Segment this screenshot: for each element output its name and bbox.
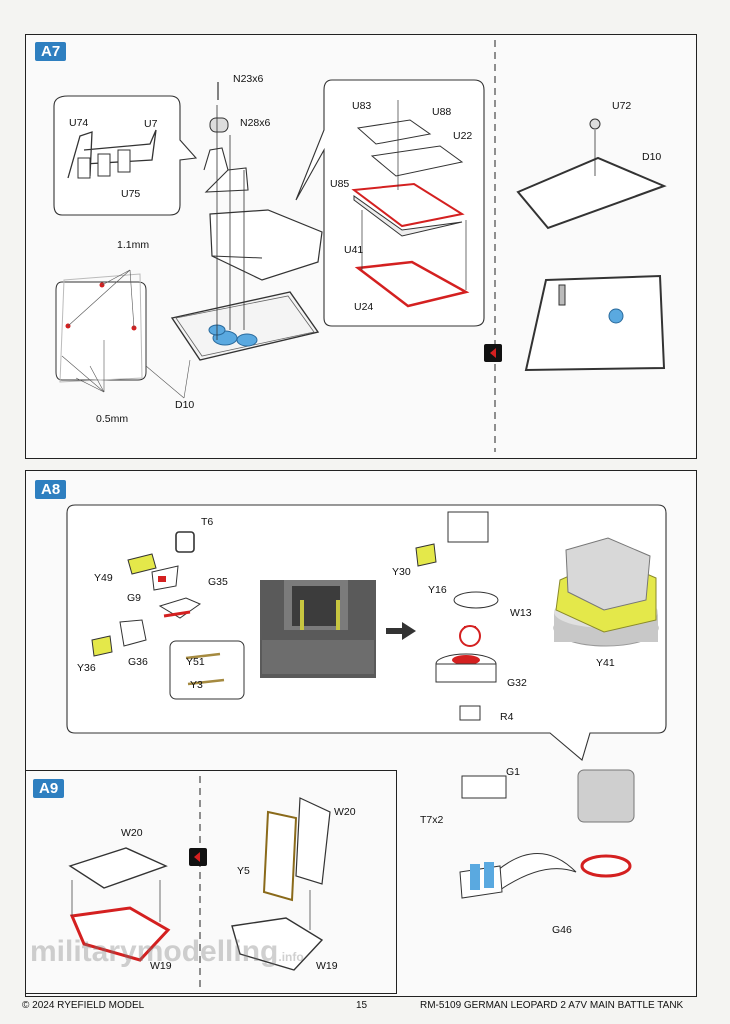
a9-label-w19-left: W19 [150,960,172,972]
a9-label-w20-left: W20 [121,827,143,839]
a7-label-u24: U24 [354,301,374,313]
a7-label-1-1mm: 1.1mm [117,239,150,251]
a8-label-t6: T6 [201,516,214,528]
a7-label-u83: U83 [352,100,372,112]
step-badge-a9: A9 [33,779,65,798]
a8-label-g36: G36 [128,656,148,668]
footer-copyright: © 2024 RYEFIELD MODEL [22,1000,145,1011]
footer-page-number: 15 [356,1000,368,1011]
a8-label-r4: R4 [500,711,514,723]
a7-label-u72: U72 [612,100,632,112]
a7-label-u74: U74 [69,117,89,129]
a7-label-u22: U22 [453,130,473,142]
a8-label-w13: W13 [510,607,532,619]
a7-label-n28x6: N28x6 [240,117,271,129]
a8-label-g46: G46 [552,924,572,936]
a7-label-d10-right: D10 [642,151,662,163]
a7-label-u85: U85 [330,178,350,190]
a8-label-g32: G32 [507,677,527,689]
a8-label-y3: Y3 [190,679,203,691]
a7-label-0-5mm: 0.5mm [96,413,129,425]
a9-label-y5: Y5 [237,865,250,877]
a8-label-y36: Y36 [77,662,96,674]
footer-title: RM-5109 GERMAN LEOPARD 2 A7V MAIN BATTLE… [420,1000,684,1011]
a9-label-w20-right: W20 [334,806,356,818]
section-a9-frame [25,770,397,994]
a9-label-w19-right: W19 [316,960,338,972]
a7-label-n23x6: N23x6 [233,73,264,85]
step-badge-a8: A8 [35,480,67,499]
a8-label-y51: Y51 [186,656,205,668]
a7-label-d10-left: D10 [175,399,195,411]
a8-label-y16: Y16 [428,584,447,596]
step-badge-a7: A7 [35,42,67,61]
a8-label-y30: Y30 [392,566,411,578]
a8-label-y41: Y41 [596,657,615,669]
a8-label-g35: G35 [208,576,228,588]
a8-label-y49: Y49 [94,572,113,584]
a8-label-g1: G1 [506,766,521,778]
watermark: militarymodelling.info [30,935,304,968]
a8-label-g9: G9 [127,592,142,604]
a8-label-t7x2: T7x2 [420,814,444,826]
a7-label-u41: U41 [344,244,364,256]
a7-label-u88: U88 [432,106,452,118]
a7-label-u75: U75 [121,188,141,200]
a7-label-u7: U7 [144,118,158,130]
